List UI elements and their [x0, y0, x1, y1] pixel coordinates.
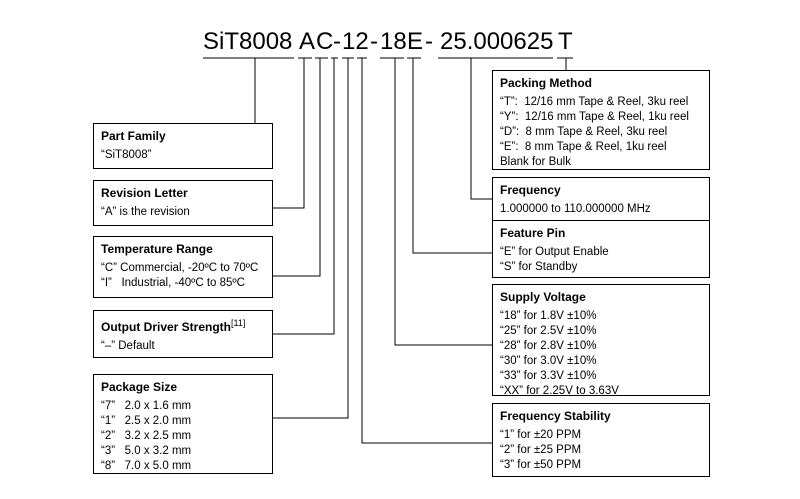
frequency-box: Frequency 1.000000 to 110.000000 MHz [492, 177, 710, 222]
packing-line-3: “D”: 8 mm Tape & Reel, 3ku reel [500, 126, 668, 138]
package-line-1: “7” 2.0 x 1.6 mm [101, 400, 192, 412]
temperature-line-2: “I” Industrial, -40ºC to 85ºC [101, 277, 245, 289]
feature-pin-box: Feature Pin “E” for Output Enable “S” fo… [492, 220, 710, 278]
part-number: SiT8008 A C - 12 - 18 E - 25.000625 T [0, 22, 800, 62]
wire-output-driver [273, 58, 335, 335]
supply-voltage-box: Supply Voltage “18” for 1.8V ±10% “25” f… [492, 284, 710, 397]
wire-revision [273, 58, 305, 209]
feature-pin-line-2: “S” for Standby [500, 261, 578, 273]
voltage-line-3: “28” for 2.8V ±10% [500, 340, 597, 352]
pn-family: SiT8008 [203, 28, 293, 55]
output-driver-title: Output Driver Strength[11] [101, 316, 265, 335]
revision-letter-line-1: “A” is the revision [101, 206, 190, 218]
pn-packing: T [558, 28, 573, 55]
package-line-5: “8” 7.0 x 5.0 mm [101, 460, 192, 472]
frequency-stability-title: Frequency Stability [500, 409, 611, 423]
package-size-box: Package Size “7” 2.0 x 1.6 mm “1” 2.5 x … [93, 374, 273, 474]
packing-line-2: “Y”: 12/16 mm Tape & Reel, 1ku reel [500, 111, 689, 123]
output-driver-title-text: Output Driver Strength [101, 320, 232, 334]
output-driver-line-1: “–” Default [101, 340, 155, 352]
package-line-2: “1” 2.5 x 2.0 mm [101, 415, 192, 427]
stability-line-1: “1” for ±20 PPM [500, 429, 582, 441]
voltage-line-6: “XX” for 2.25V to 3.63V [500, 385, 619, 397]
pn-dash-3: - [425, 28, 433, 55]
part-family-box: Part Family “SiT8008” [93, 123, 273, 169]
pn-voltage: 18 [380, 28, 407, 55]
part-family-title: Part Family [101, 129, 166, 143]
supply-voltage-title: Supply Voltage [500, 290, 586, 304]
pn-dash-2: - [370, 28, 378, 55]
frequency-title: Frequency [500, 183, 561, 197]
output-driver-footnote: [11] [231, 318, 246, 328]
package-line-4: “3” 5.0 x 3.2 mm [101, 445, 192, 457]
voltage-line-4: “30” for 3.0V ±10% [500, 355, 597, 367]
temperature-range-box: Temperature Range “C” Commercial, -20ºC … [93, 236, 273, 298]
revision-letter-box: Revision Letter “A” is the revision [93, 180, 273, 226]
pn-dash-1: - [333, 28, 341, 55]
pn-revision: A [299, 28, 316, 55]
pn-temperature: C [316, 28, 334, 55]
feature-pin-title: Feature Pin [500, 226, 566, 240]
voltage-line-5: “33” for 3.3V ±10% [500, 370, 597, 382]
stability-line-2: “2” for ±25 PPM [500, 444, 582, 456]
wire-supply-voltage [394, 58, 492, 346]
package-size-title: Package Size [101, 380, 178, 394]
wire-package [273, 58, 349, 419]
temperature-range-title: Temperature Range [101, 242, 213, 256]
wire-temperature [273, 58, 321, 277]
frequency-stability-box: Frequency Stability “1” for ±20 PPM “2” … [492, 403, 710, 477]
wire-feature-pin [412, 58, 492, 254]
packing-line-1: “T”: 12/16 mm Tape & Reel, 3ku reel [500, 96, 689, 108]
packing-line-4: “E”: 8 mm Tape & Reel, 1ku reel [500, 141, 667, 153]
revision-letter-title: Revision Letter [101, 186, 188, 200]
package-line-3: “2” 3.2 x 2.5 mm [101, 430, 192, 442]
frequency-line-1: 1.000000 to 110.000000 MHz [500, 203, 651, 215]
packing-method-title: Packing Method [500, 76, 593, 90]
packing-line-5: Blank for Bulk [500, 156, 571, 168]
pn-feature: E [407, 28, 424, 55]
temperature-line-1: “C” Commercial, -20ºC to 70ºC [101, 262, 259, 274]
feature-pin-line-1: “E” for Output Enable [500, 246, 609, 258]
packing-method-box: Packing Method “T”: 12/16 mm Tape & Reel… [492, 70, 710, 170]
voltage-line-2: “25” for 2.5V ±10% [500, 325, 597, 337]
wire-frequency [470, 58, 492, 200]
output-driver-box: Output Driver Strength[11] “–” Default [93, 310, 273, 358]
wire-stability [361, 58, 492, 444]
pn-stability-package: 12 [342, 28, 369, 55]
pn-frequency: 25.000625 [440, 28, 554, 55]
part-family-line-1: “SiT8008” [101, 149, 152, 161]
voltage-line-1: “18” for 1.8V ±10% [500, 310, 597, 322]
stability-line-3: “3” for ±50 PPM [500, 459, 582, 471]
